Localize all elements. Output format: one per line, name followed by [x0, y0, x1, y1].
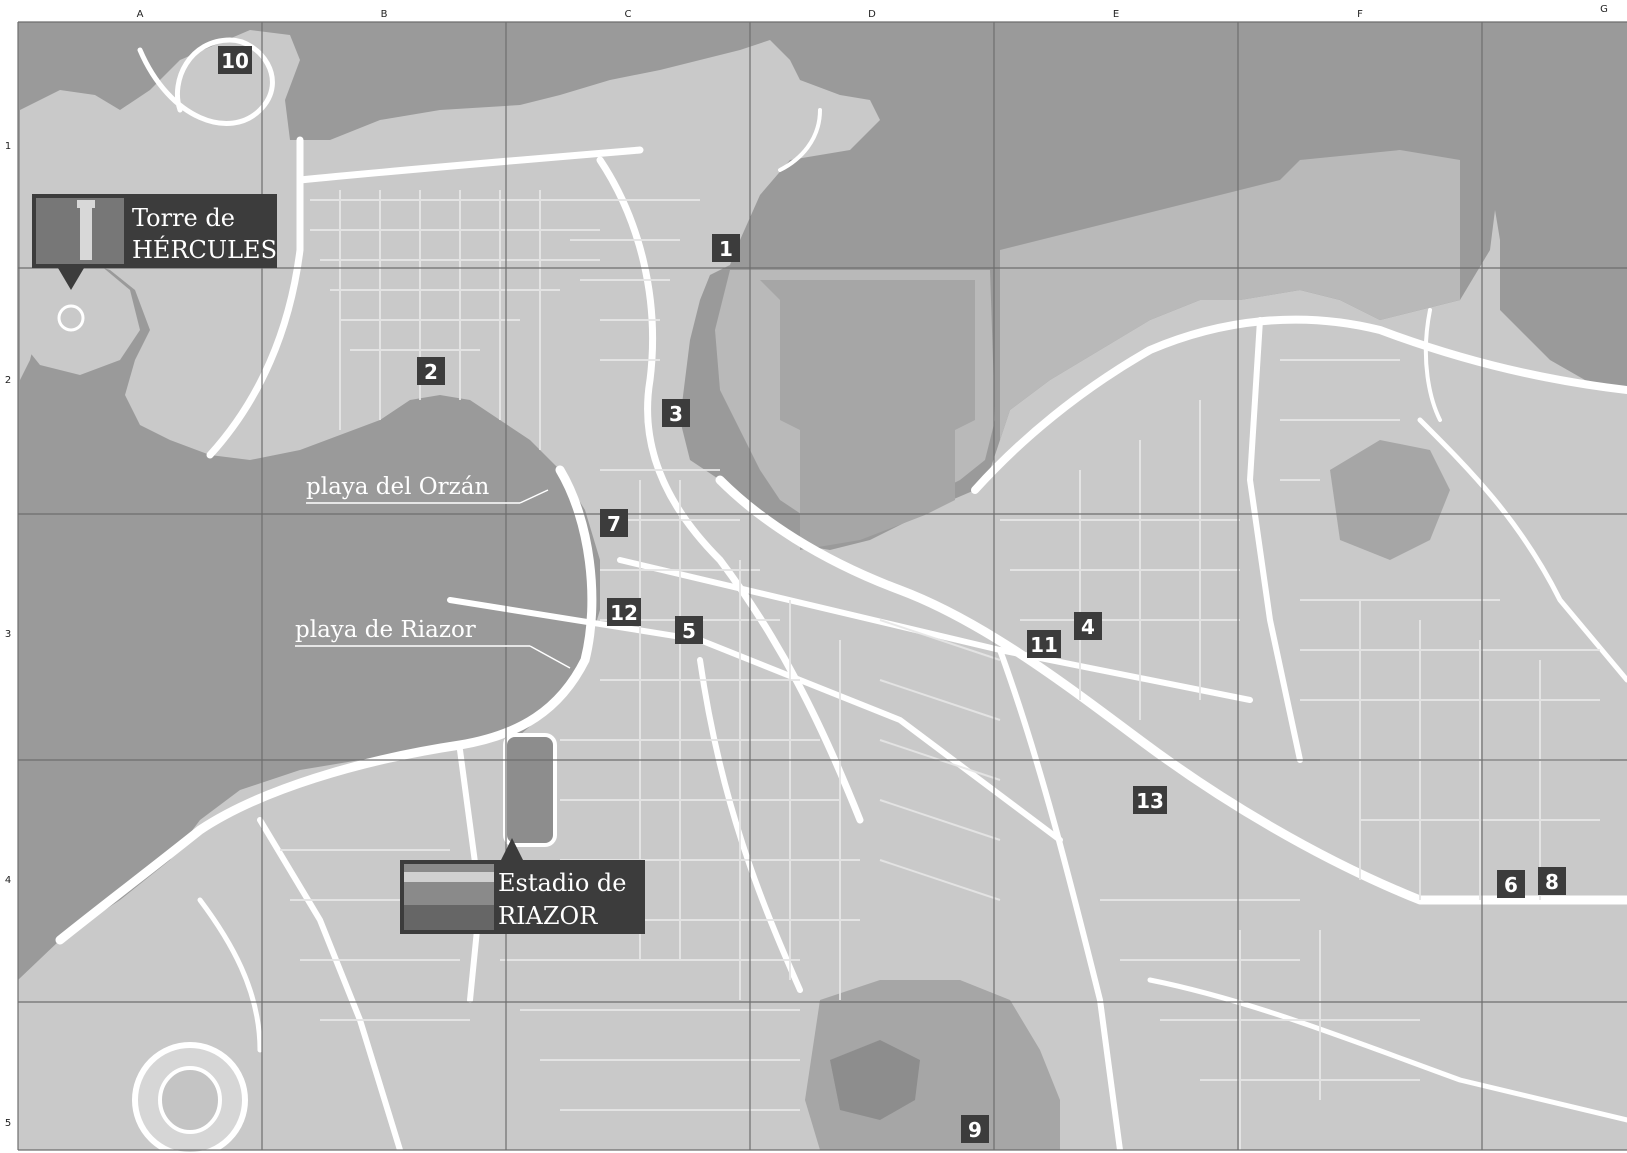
marker-10[interactable]: 10 — [218, 46, 252, 74]
marker-number: 11 — [1030, 633, 1058, 657]
marker-5[interactable]: 5 — [675, 616, 703, 644]
beach-name: playa del Orzán — [306, 474, 489, 500]
marker-2[interactable]: 2 — [417, 357, 445, 385]
callout-estadio-de-riazor[interactable]: Estadio de RIAZOR — [400, 838, 645, 934]
row-label: 5 — [5, 1118, 11, 1129]
callout-subtitle: HÉRCULES — [132, 235, 277, 264]
column-label: A — [137, 9, 144, 20]
marker-number: 13 — [1136, 789, 1164, 813]
stadium-field — [503, 733, 557, 847]
marker-7[interactable]: 7 — [600, 509, 628, 537]
marker-number: 8 — [1545, 870, 1559, 894]
marker-4[interactable]: 4 — [1074, 612, 1102, 640]
callout-title: Estadio de — [498, 869, 626, 897]
marker-number: 12 — [610, 601, 638, 625]
callout-subtitle: RIAZOR — [498, 902, 598, 930]
roundabout-park-inner — [158, 1066, 222, 1134]
street-grid — [280, 190, 1600, 1150]
pier-dock — [760, 280, 975, 550]
beach-label-riazor: playa de Riazor — [295, 617, 571, 669]
row-label: 3 — [5, 629, 11, 640]
callout-pointer — [501, 838, 523, 860]
callout-pointer — [58, 268, 84, 290]
marker-number: 2 — [424, 360, 438, 384]
marker-13[interactable]: 13 — [1133, 786, 1167, 814]
marker-1[interactable]: 1 — [712, 234, 740, 262]
beach-label-orzan: playa del Orzán — [306, 474, 549, 504]
marker-number: 9 — [968, 1118, 982, 1142]
column-label: E — [1113, 9, 1119, 20]
marker-number: 3 — [669, 402, 683, 426]
marker-6[interactable]: 6 — [1497, 870, 1525, 898]
marker-11[interactable]: 11 — [1027, 630, 1061, 658]
location-pin-icon — [57, 304, 85, 332]
column-label: D — [868, 9, 876, 20]
column-label: G — [1600, 4, 1608, 15]
marker-number: 4 — [1081, 615, 1095, 639]
marker-number: 7 — [607, 512, 621, 536]
row-labels: 1 2 3 4 5 — [5, 141, 11, 1129]
row-label: 1 — [5, 141, 11, 152]
park-inner — [830, 1040, 920, 1120]
tower-icon — [80, 204, 92, 260]
port-east — [1000, 150, 1460, 440]
callout-torre-de-hercules[interactable]: Torre de HÉRCULES — [32, 194, 277, 332]
marker-8[interactable]: 8 — [1538, 867, 1566, 895]
marker-number: 5 — [682, 619, 696, 643]
park-east — [1330, 440, 1450, 560]
beach-name: playa de Riazor — [295, 617, 476, 643]
row-label: 2 — [5, 375, 11, 386]
column-label: F — [1357, 9, 1363, 20]
row-label: 4 — [5, 875, 11, 886]
column-label: C — [625, 9, 632, 20]
column-label: B — [381, 9, 388, 20]
marker-12[interactable]: 12 — [607, 598, 641, 626]
callout-title: Torre de — [132, 204, 235, 232]
roads — [55, 37, 1627, 1153]
column-labels: A B C D E F G — [137, 4, 1608, 20]
marker-3[interactable]: 3 — [662, 399, 690, 427]
markers: 1 2 3 4 5 6 7 8 9 10 11 12 13 — [218, 46, 1566, 1143]
marker-number: 1 — [719, 237, 733, 261]
marker-9[interactable]: 9 — [961, 1115, 989, 1143]
map-grid — [17, 21, 1627, 1151]
marker-number: 6 — [1504, 873, 1518, 897]
marker-number: 10 — [221, 49, 249, 73]
